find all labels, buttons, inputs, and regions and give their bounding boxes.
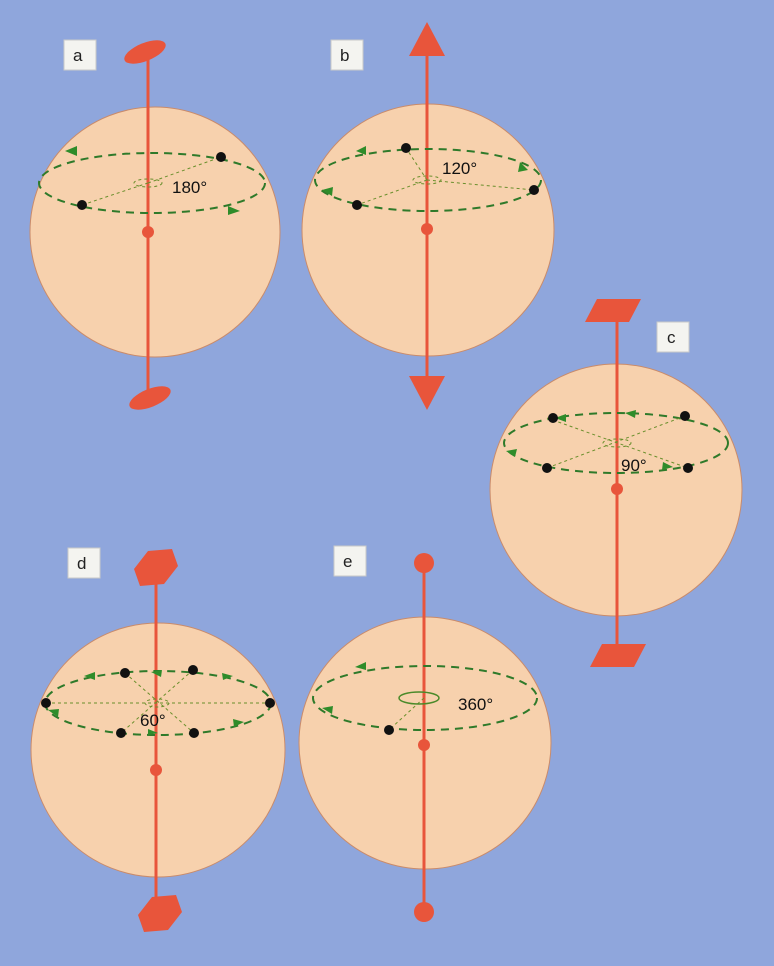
sphere-center	[421, 223, 433, 235]
panel-e: 360° e	[298, 545, 552, 922]
motif-glyph	[683, 463, 693, 473]
square-icon	[590, 644, 646, 667]
ellipse-icon	[124, 40, 166, 64]
motif-glyph	[384, 725, 394, 735]
arrow-icon	[65, 146, 77, 156]
arrow-icon	[84, 672, 95, 680]
arrow-icon	[322, 187, 333, 196]
panel-a: 180° a	[29, 39, 281, 410]
rotation-angle: 360°	[458, 695, 493, 714]
motif-glyph	[120, 668, 130, 678]
sphere-center	[418, 739, 430, 751]
sphere-center	[611, 483, 623, 495]
arrow-icon	[355, 662, 366, 670]
arrow-icon	[662, 462, 673, 470]
ellipse-icon	[129, 386, 171, 410]
sphere	[29, 106, 281, 358]
panel-label-box	[67, 547, 101, 579]
panel-label: e	[343, 552, 352, 571]
hexagon-icon	[138, 895, 182, 932]
motif-glyph	[188, 665, 198, 675]
motif-glyph	[548, 413, 558, 423]
arrow-icon	[322, 706, 333, 714]
motif-glyph	[680, 411, 690, 421]
radius-line	[405, 147, 428, 181]
arrow-icon	[518, 162, 528, 172]
arrow-icon	[222, 673, 233, 680]
rotation-angle: 90°	[621, 456, 647, 475]
radius-line	[356, 179, 428, 206]
orbit-path	[314, 148, 542, 212]
panel-label-box	[333, 545, 367, 577]
angle-arc	[144, 698, 170, 708]
radius-line	[120, 669, 194, 734]
hexagon-icon	[134, 549, 178, 586]
angle-arc	[398, 691, 440, 705]
circle-icon	[414, 902, 434, 922]
panel-label-box	[63, 39, 97, 71]
sphere-center	[142, 226, 154, 238]
square-icon	[585, 299, 641, 322]
panel-label-box	[656, 321, 690, 353]
panel-label: d	[77, 554, 86, 573]
angle-arc	[412, 175, 442, 185]
arrow-icon	[151, 670, 162, 677]
sphere	[30, 622, 286, 878]
arrow-icon	[356, 146, 366, 155]
rotation-angle: 120°	[442, 159, 477, 178]
arrow-icon	[148, 729, 158, 735]
sphere-center	[150, 764, 162, 776]
panel-d: 60° d	[30, 547, 286, 932]
motif-glyph	[189, 728, 199, 738]
motif-glyph	[529, 185, 539, 195]
motif-glyph	[265, 698, 275, 708]
panel-label: c	[667, 328, 676, 347]
motif-glyph	[542, 463, 552, 473]
rotation-angle: 180°	[172, 178, 207, 197]
angle-arc	[133, 178, 163, 188]
arrow-icon	[228, 206, 240, 215]
arrow-icon	[233, 719, 244, 727]
panel-c: 90° c	[489, 299, 743, 667]
motif-glyph	[41, 698, 51, 708]
arrow-icon	[48, 709, 59, 717]
arrow-icon	[555, 414, 566, 422]
motif-glyph	[352, 200, 362, 210]
triangle-icon	[409, 376, 445, 410]
arrow-icon	[625, 410, 636, 418]
orbit-path	[312, 665, 538, 731]
angle-arc	[602, 438, 632, 448]
panel-b: 120° b	[301, 22, 555, 410]
panel-label-box	[330, 39, 364, 71]
arrow-icon	[506, 449, 517, 457]
motif-glyph	[401, 143, 411, 153]
motif-glyph	[216, 152, 226, 162]
orbit-path	[38, 152, 266, 214]
orbit-path	[503, 412, 729, 474]
radius-line	[147, 156, 222, 184]
triangle-icon	[409, 22, 445, 56]
radius-line	[546, 415, 686, 469]
panel-label: b	[340, 46, 349, 65]
rotation-angle: 60°	[140, 711, 166, 730]
radius-line	[546, 417, 689, 469]
panel-label: a	[73, 46, 83, 65]
circle-icon	[414, 553, 434, 573]
motif-glyph	[77, 200, 87, 210]
motif-glyph	[116, 728, 126, 738]
